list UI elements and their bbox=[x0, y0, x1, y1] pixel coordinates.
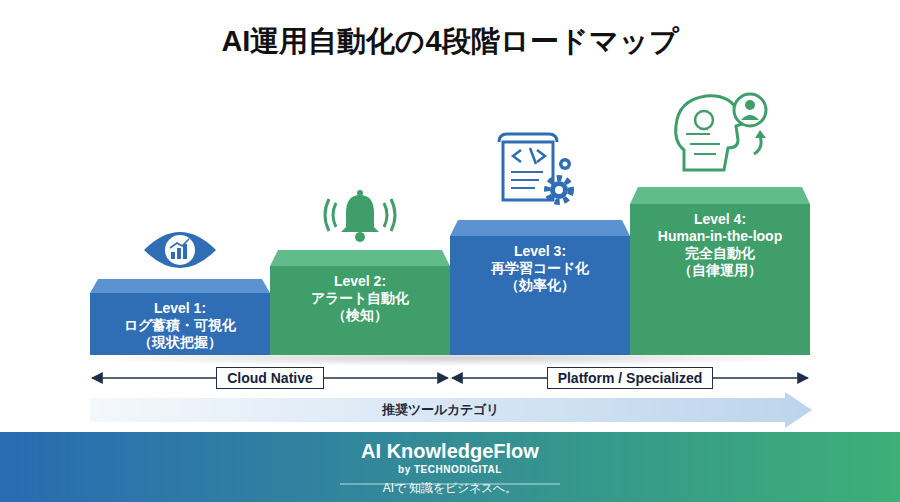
footer-band: AI KnowledgeFlowby TECHNODIGITAL AIで 知識をビ… bbox=[0, 432, 900, 502]
category-tag: Platform / Specialized bbox=[547, 367, 714, 390]
level-heading: Level 2: bbox=[270, 273, 450, 290]
node-text: （自律運用） bbox=[630, 262, 810, 279]
step-top bbox=[630, 187, 810, 204]
diagram-title: AI運用自動化の4段階ロードマップ bbox=[0, 22, 900, 62]
node-text: 完全自動化 bbox=[630, 245, 810, 262]
node-text: （検知） bbox=[270, 307, 450, 324]
level-block: Level 2:アラート自動化（検知） bbox=[270, 266, 450, 355]
node-text: Platform / Specialized bbox=[558, 370, 703, 387]
node-text: Human-in-the-loop bbox=[630, 228, 810, 245]
node-text: by TECHNODIGITAL bbox=[398, 463, 502, 476]
node-text: ログ蓄積・可視化 bbox=[90, 317, 270, 334]
bell-icon bbox=[325, 190, 395, 242]
tool-category-arrow bbox=[90, 392, 812, 428]
node-text: AIで 知識をビジネスへ。 bbox=[383, 479, 518, 497]
level-block: Level 3:再学習コード化（効率化） bbox=[450, 236, 630, 355]
step-top bbox=[270, 250, 450, 266]
code-document-icon bbox=[499, 134, 571, 202]
level-heading: Level 1: bbox=[90, 300, 270, 317]
level-heading: Level 3: bbox=[450, 243, 630, 260]
node-text: 再学習コード化 bbox=[450, 260, 630, 277]
tool-category-band: 推奨ツールカテゴリ bbox=[90, 398, 790, 422]
footer-band-ground bbox=[0, 432, 900, 502]
node-text: （現状把握） bbox=[90, 334, 270, 351]
node-text: Cloud Native bbox=[227, 370, 313, 387]
level-heading: Level 4: bbox=[630, 211, 810, 228]
node-text: 推奨ツールカテゴリ bbox=[382, 401, 499, 419]
node-text: AI KnowledgeFlow bbox=[361, 440, 539, 463]
level-block: Level 1:ログ蓄積・可視化（現状把握） bbox=[90, 293, 270, 355]
node-text: （効率化） bbox=[450, 277, 630, 294]
node-text: アラート自動化 bbox=[270, 290, 450, 307]
ai-human-icon bbox=[676, 94, 766, 170]
eye-icon bbox=[144, 232, 216, 268]
category-tag: Cloud Native bbox=[216, 367, 324, 390]
step-top bbox=[90, 279, 270, 293]
level-block: Level 4:Human-in-the-loop完全自動化（自律運用） bbox=[630, 204, 810, 355]
step-top bbox=[450, 220, 630, 236]
